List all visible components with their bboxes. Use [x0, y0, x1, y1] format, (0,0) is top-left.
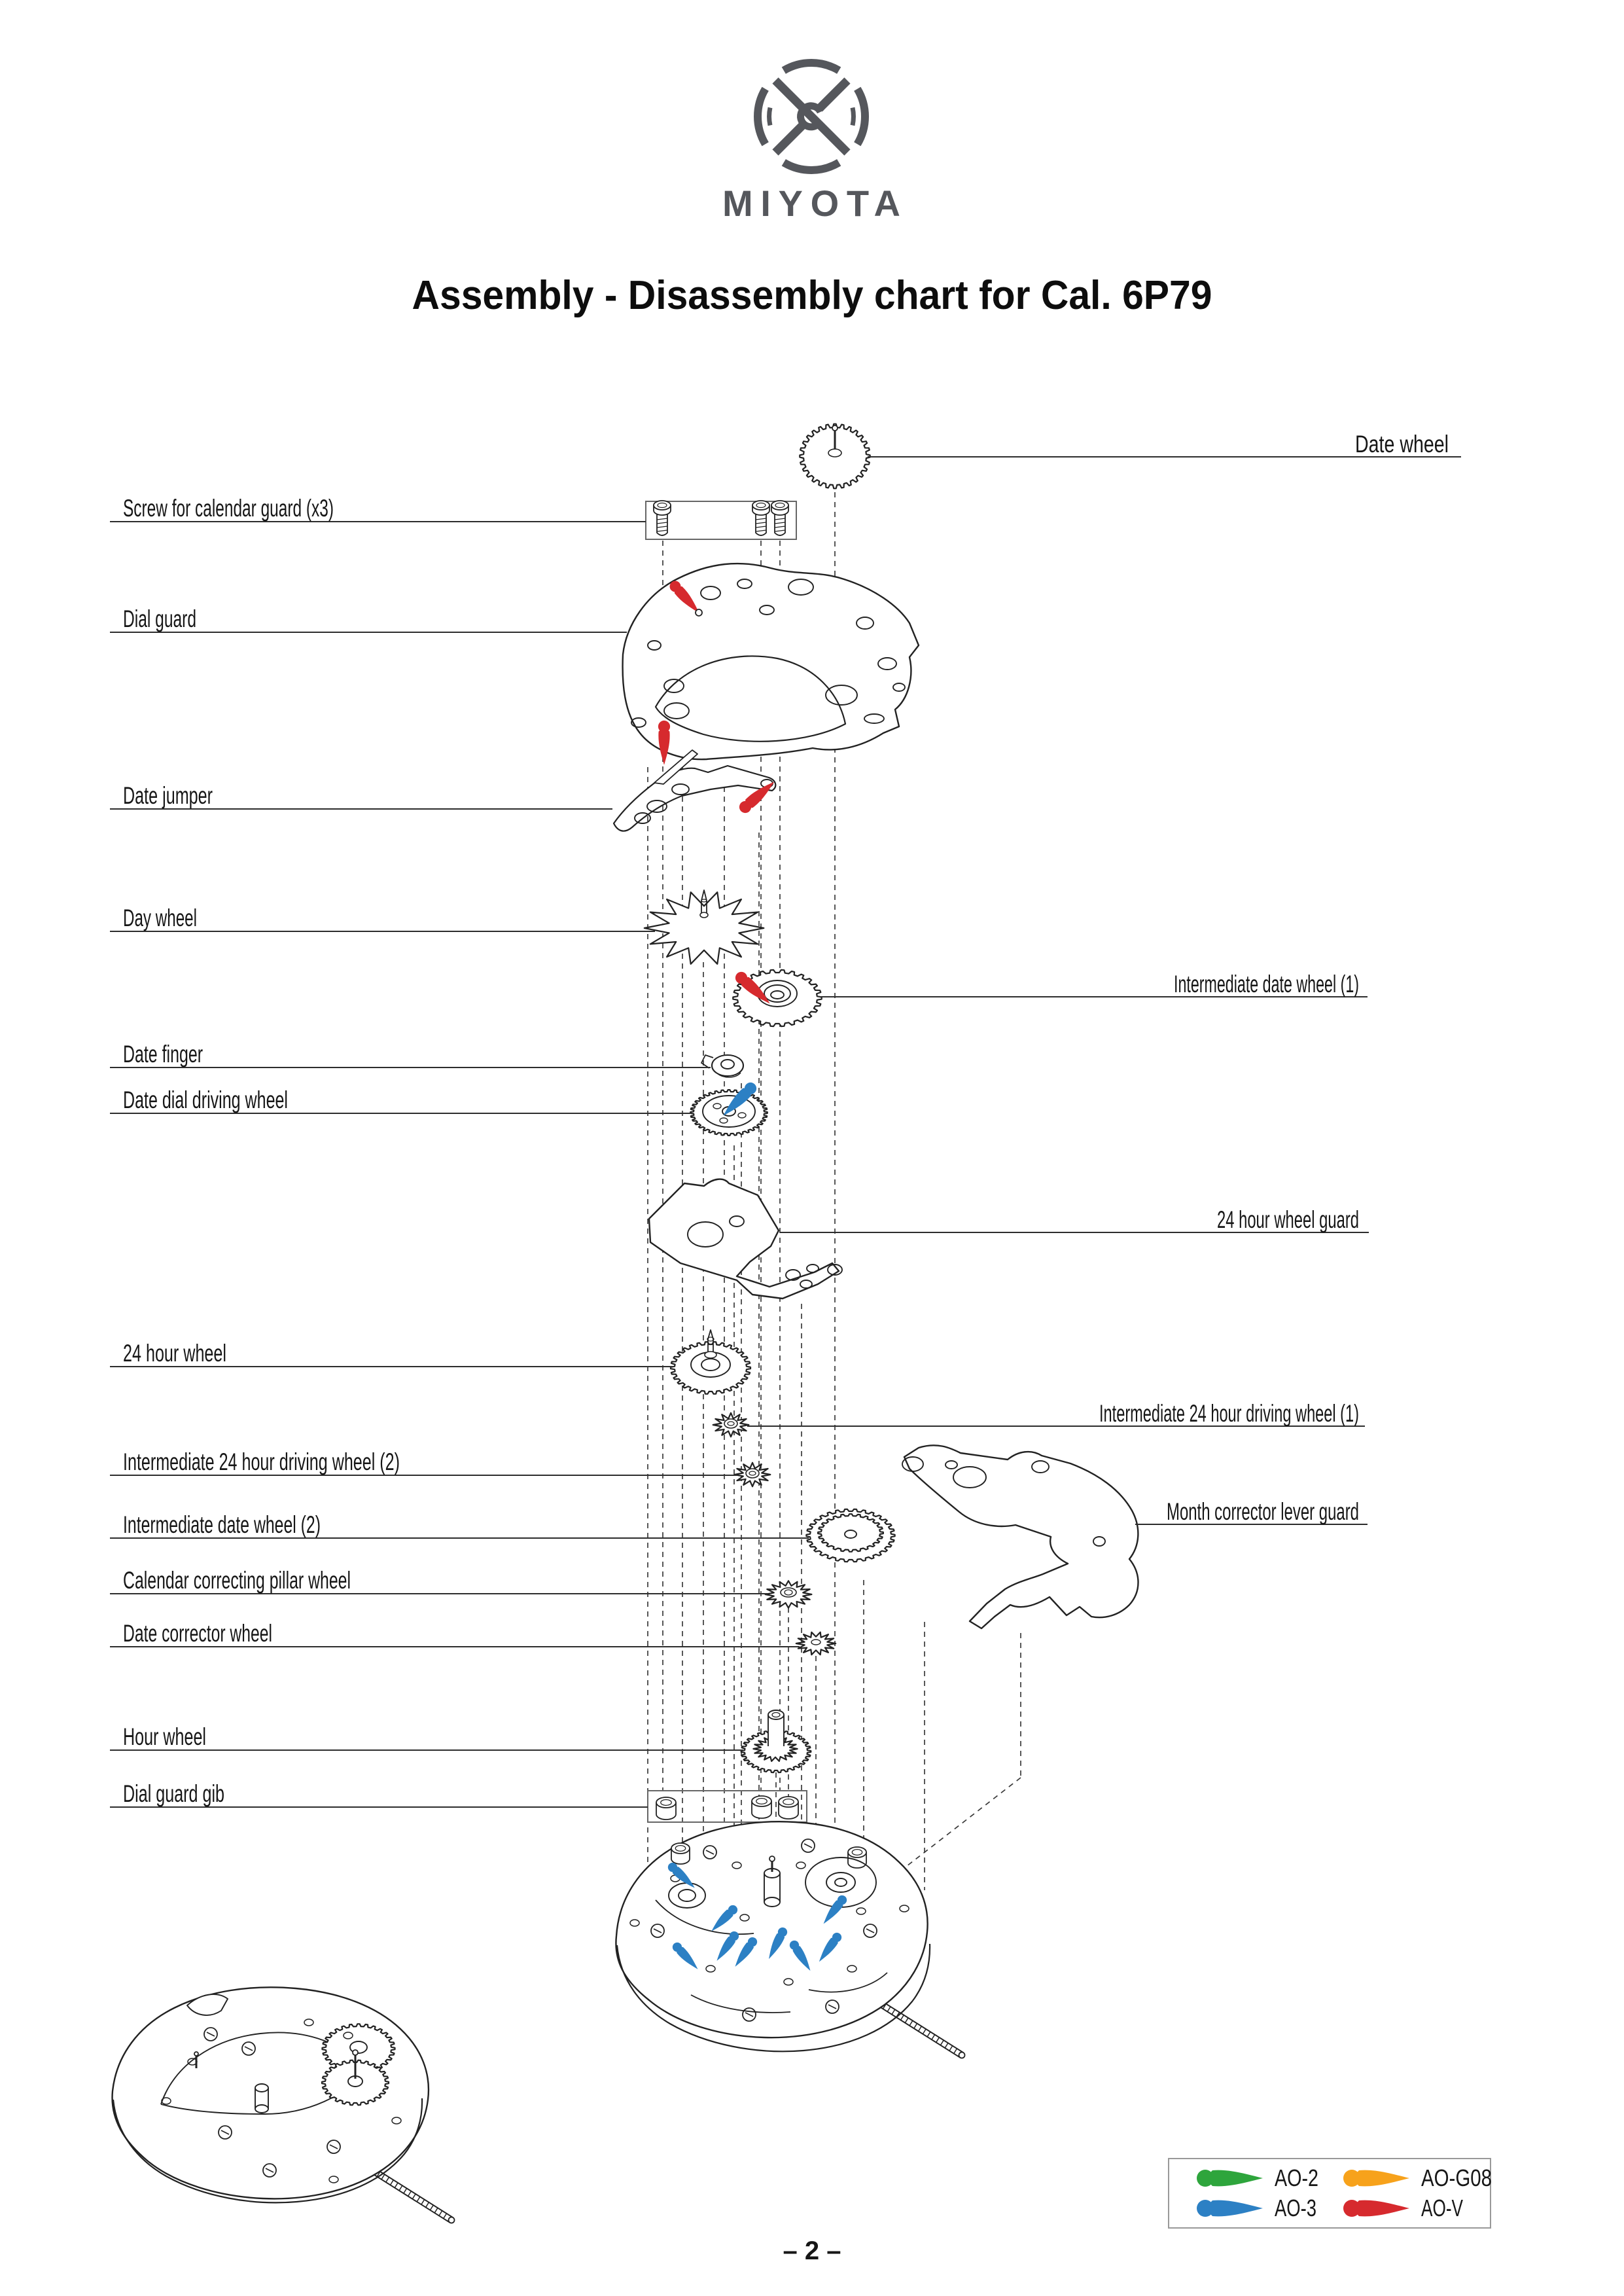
label-dial-guard-gib: Dial guard gib [123, 1780, 224, 1807]
legend-label-ao-v: AO-V [1421, 2195, 1463, 2221]
brand-wordmark: MIYOTA [722, 183, 900, 224]
intermediate-date-wheel-2 [805, 1508, 896, 1563]
movement-assembled-view [111, 1986, 455, 2224]
label-date-dial-driving-wheel: Date dial driving wheel [123, 1086, 288, 1113]
oil-marker [711, 1905, 738, 1931]
miyota-logo-icon [754, 59, 869, 174]
label-intermediate-24-hour-driving-wheel-1: Intermediate 24 hour driving wheel (1) [1099, 1400, 1359, 1427]
hour-wheel [740, 1710, 812, 1774]
label-intermediate-date-wheel-1: Intermediate date wheel (1) [1174, 971, 1359, 997]
oil-symbol-ao-3 [1197, 2200, 1263, 2217]
oil-symbol-ao-g08 [1343, 2170, 1409, 2187]
oil-marker [789, 1940, 811, 1971]
label-day-wheel: Day wheel [123, 905, 197, 931]
legend-label-ao-2: AO-2 [1275, 2164, 1318, 2191]
month-corrector-lever-guard [902, 1444, 1139, 1630]
24-hour-wheel [669, 1329, 752, 1395]
movement-calendar-side [615, 1821, 966, 2059]
label-intermediate-24-hour-driving-wheel-2: Intermediate 24 hour driving wheel (2) [123, 1448, 400, 1475]
diagram-graphics [111, 423, 1139, 2224]
legend-box [1168, 2158, 1491, 2229]
label-24-hour-wheel-guard: 24 hour wheel guard [1217, 1206, 1359, 1233]
left-part-labels: Screw for calendar guard (x3) Dial guard… [123, 495, 400, 1807]
right-part-labels: Date wheel Intermediate date wheel (1) 2… [1099, 431, 1449, 1525]
page-number: – 2 – [783, 2236, 841, 2265]
oil-marker [823, 1895, 847, 1924]
oil-marker [739, 781, 775, 814]
oil-symbol-ao-2 [1197, 2170, 1263, 2187]
date-dial-driving-wheel [690, 1082, 768, 1136]
right-leader-lines [747, 456, 1461, 1525]
label-screw-calendar-guard: Screw for calendar guard (x3) [123, 495, 334, 522]
oil-marker [716, 1931, 739, 1961]
dial-guard-gib [647, 1790, 807, 1823]
oil-marker [672, 1942, 698, 1969]
oil-marker [667, 1862, 695, 1888]
label-date-wheel: Date wheel [1355, 431, 1449, 457]
label-calendar-correcting-pillar-wheel: Calendar correcting pillar wheel [123, 1567, 351, 1594]
label-intermediate-date-wheel-2: Intermediate date wheel (2) [123, 1511, 321, 1538]
oil-marker [735, 971, 770, 1004]
oil-symbol-ao-v [1343, 2200, 1409, 2217]
legend: AO-2 AO-3 AO-G08 AO-V [1168, 2158, 1492, 2229]
oil-marker [819, 1932, 842, 1962]
date-jumper [612, 720, 777, 832]
intermediate-24-hour-driving-wheel-1 [712, 1412, 750, 1438]
label-24-hour-wheel: 24 hour wheel [123, 1340, 226, 1367]
24-hour-wheel-guard [648, 1178, 843, 1300]
calendar-correcting-pillar-wheel [764, 1580, 813, 1609]
page-title: Assembly - Disassembly chart for Cal. 6P… [412, 273, 1212, 318]
legend-label-ao-g08: AO-G08 [1421, 2164, 1492, 2191]
day-wheel [643, 889, 765, 965]
oil-marker [723, 1082, 757, 1116]
intermediate-date-wheel-1 [732, 969, 822, 1028]
label-date-jumper: Date jumper [123, 782, 213, 809]
label-dial-guard: Dial guard [123, 605, 196, 632]
oil-marker [658, 720, 671, 765]
label-date-finger: Date finger [123, 1041, 203, 1067]
label-month-corrector-lever-guard: Month corrector lever guard [1167, 1498, 1359, 1525]
date-corrector-wheel [795, 1631, 837, 1656]
intermediate-24-hour-driving-wheel-2 [733, 1462, 771, 1488]
calendar-guard-screws [645, 500, 797, 540]
dial-guard [622, 562, 920, 761]
oil-marker [735, 1937, 758, 1967]
date-finger [701, 1054, 745, 1078]
oil-marker [669, 581, 699, 613]
legend-label-ao-3: AO-3 [1275, 2195, 1316, 2221]
left-leader-lines [110, 521, 809, 1808]
label-date-corrector-wheel: Date corrector wheel [123, 1620, 272, 1647]
oil-marker [769, 1927, 788, 1960]
date-wheel [799, 423, 871, 490]
label-hour-wheel: Hour wheel [123, 1723, 206, 1750]
